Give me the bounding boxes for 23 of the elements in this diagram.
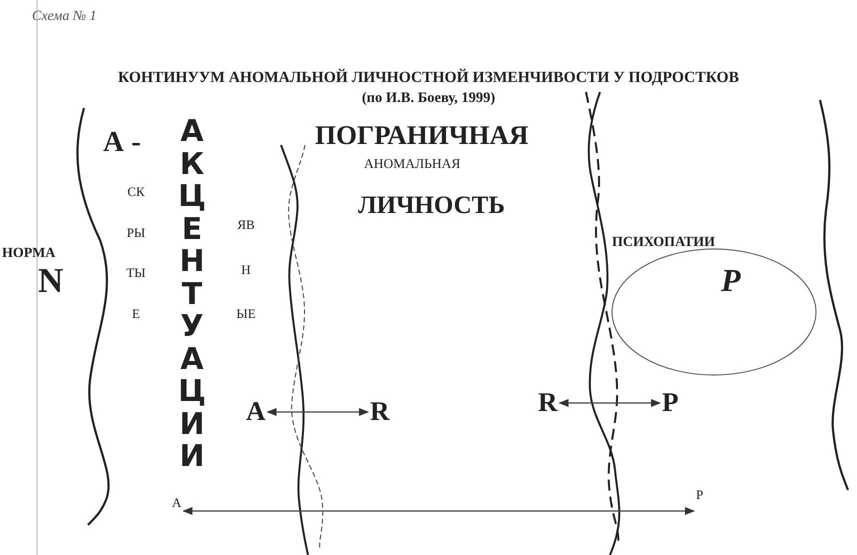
- zone-label: НОРМА: [2, 247, 56, 261]
- vertical-label: ЯВНЫЕ: [236, 216, 256, 323]
- node-letter: R: [538, 389, 558, 416]
- group-heading: ПСИХОПАТИИ: [612, 236, 716, 250]
- category-letter: А -: [103, 128, 141, 157]
- vertical-heading: АКЦЕНТУАЦИИ: [177, 116, 207, 474]
- node-letter: A: [246, 398, 266, 425]
- double-arrow: [558, 399, 661, 407]
- zone-subheading: АНОМАЛЬНАЯ: [364, 157, 460, 170]
- ellipse-letter: P: [721, 264, 741, 296]
- diagram-title: КОНТИНУУМ АНОМАЛЬНОЙ ЛИЧНОСТНОЙ ИЗМЕНЧИВОСТИ У ПОДРОСТКОВ: [117, 70, 740, 86]
- vertical-label: СКРЫТЫЕ: [126, 183, 146, 322]
- zone-letter: N: [38, 263, 64, 298]
- double-arrow: [182, 507, 695, 515]
- subtitle: (по И.В. Боеву, 1999): [360, 91, 496, 106]
- node-letter: А: [172, 496, 182, 509]
- node-letter: P: [662, 389, 678, 416]
- node-letter: R: [370, 398, 390, 425]
- double-arrow: [266, 408, 369, 416]
- node-letter: P: [696, 488, 704, 501]
- zone-heading: ПОГРАНИЧНАЯ: [315, 122, 529, 149]
- scheme-number: Схема № 1: [32, 10, 97, 24]
- zone-heading: ЛИЧНОСТЬ: [358, 193, 505, 218]
